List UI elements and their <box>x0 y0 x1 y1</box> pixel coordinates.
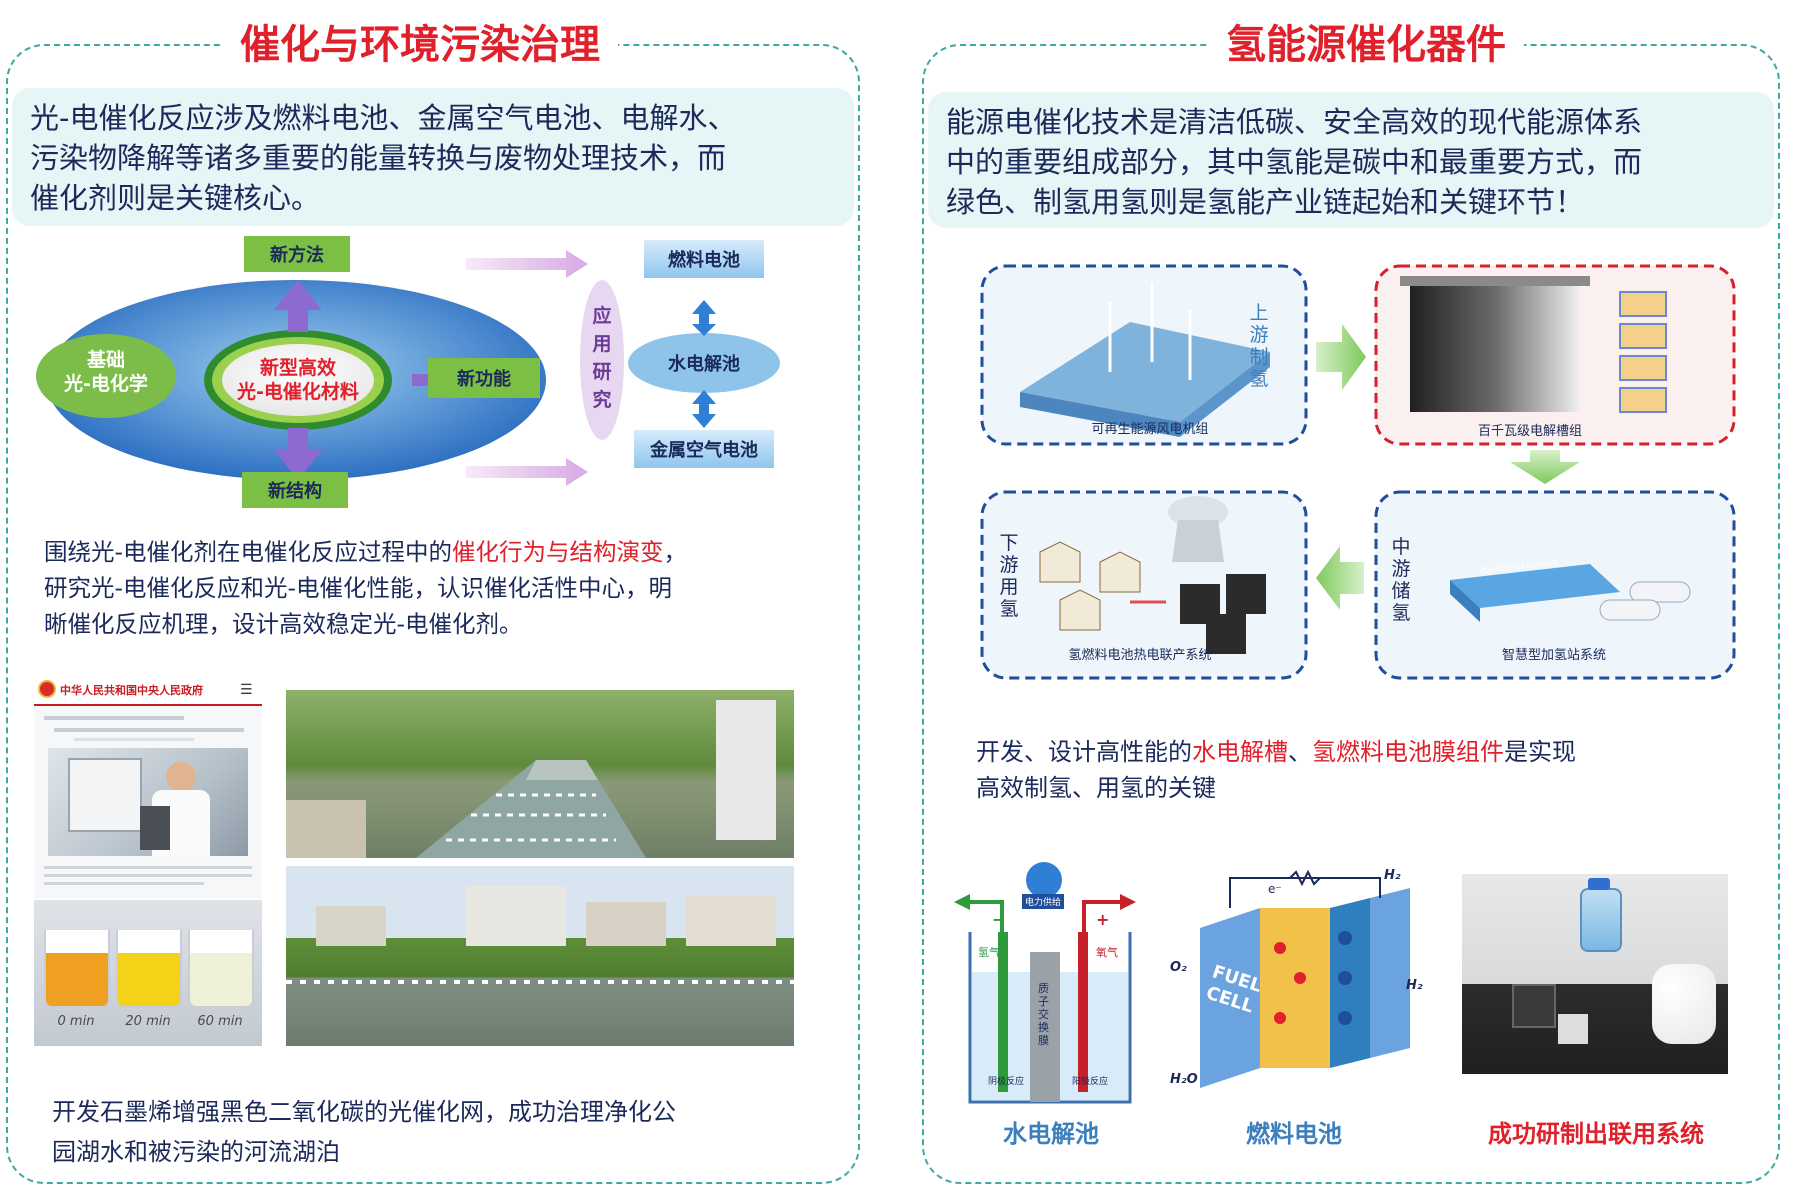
electrolyzer-label: 水电解池 <box>668 354 740 375</box>
right-gas-label: 氧气 <box>1096 946 1118 959</box>
hydrogen-chain-art <box>980 264 1736 680</box>
fuel-cell-box: 燃料电池 <box>644 240 764 278</box>
right-panel-title: 氢能源催化器件 <box>1208 20 1524 70</box>
right-intro-line-3: 绿色、制氢用氢则是氢能产业链起始和关键环节！ <box>946 185 1585 219</box>
function-box: 新功能 <box>428 358 540 398</box>
highlight-electrolyzer: 水电解槽 <box>1192 738 1288 766</box>
highlight-membrane-assembly: 氢燃料电池膜组件 <box>1312 738 1504 766</box>
news-header: 中华人民共和国中央人民政府 ☰ <box>34 676 262 706</box>
cylinders <box>1652 964 1716 1044</box>
water-bottle <box>1580 888 1622 952</box>
core-label: 新型高效 光-电催化材料 <box>237 357 359 403</box>
arrow-pink-bottom <box>466 458 588 486</box>
news-site-title: 中华人民共和国中央人民政府 <box>60 684 203 697</box>
power-label: 电力供给 <box>1022 894 1065 909</box>
beaker-label-2: 60 min <box>197 1014 243 1029</box>
left-intro-line-3: 催化剂则是关键核心。 <box>30 181 321 215</box>
highlight-catalytic-behavior: 催化行为与结构演变 <box>451 538 664 566</box>
left-research-text: 围绕光-电催化剂在电催化反应过程中的催化行为与结构演变， 研究光-电催化反应和光… <box>44 538 687 638</box>
electrode-minus: − <box>992 910 1006 929</box>
left-gas-label: 氢气 <box>978 946 1000 959</box>
lab-photo <box>48 748 248 856</box>
river-village-photo <box>286 866 794 1046</box>
electrolysis-diagram: 电力供给 − + 氢气 氧气 质子交换膜 阴极反应 阳极反应 <box>950 862 1150 1112</box>
right-intro-line-2: 中的重要组成部分，其中氢能是碳中和最重要方式，而 <box>946 145 1643 179</box>
application-label: 应 用 研 究 <box>592 305 612 411</box>
beaker-label-1: 20 min <box>125 1014 171 1029</box>
arrow-green-left <box>1316 546 1364 610</box>
wind-caption: 可再生能源风电机组 <box>1091 422 1209 437</box>
h2o-label: H₂O <box>1170 1072 1198 1087</box>
beaker-yellow <box>116 930 182 1008</box>
core-ellipse <box>222 344 374 416</box>
right-intro: 能源电催化技术是清洁低碳、安全高效的现代能源体系 中的重要组成部分，其中氢能是碳… <box>928 92 1774 228</box>
fuelcell-caption-bottom: 燃料电池 <box>1246 1120 1342 1148</box>
arrow-green-down <box>1510 450 1580 484</box>
left-intro-line-2: 污染物降解等诸多重要的能量转换与废物处理技术，而 <box>30 141 727 175</box>
station-caption: 智慧型加氢站系统 <box>1501 648 1606 663</box>
left-result-text: 开发石墨烯增强黑色二氧化碳的光催化网，成功治理净化公 园湖水和被污染的河流湖泊 <box>52 1098 676 1166</box>
arrow-pink-top <box>466 250 588 278</box>
hamburger-icon[interactable]: ☰ <box>240 682 253 698</box>
fuelcell-diagram: FUEL CELL e⁻ H₂ H₂ O₂ H₂O <box>1170 868 1430 1098</box>
midstream-label: 中游储氢 <box>1391 536 1411 624</box>
chp-caption: 氢燃料电池热电联产系统 <box>1068 648 1212 663</box>
catalysis-diagram-art <box>36 250 780 486</box>
membrane-label: 质子交换膜 <box>1038 982 1049 1047</box>
arrow-down <box>274 428 322 480</box>
left-intro: 光-电催化反应涉及燃料电池、金属空气电池、电解水、 污染物降解等诸多重要的能量转… <box>12 88 854 226</box>
electrolyzer-ellipse <box>628 333 780 393</box>
o2-label: O₂ <box>1170 960 1187 975</box>
system-caption-bottom: 成功研制出联用系统 <box>1488 1120 1704 1148</box>
beakers-photo: 0 min 20 min 60 min <box>34 900 262 1046</box>
arrow-updown-top <box>692 300 716 324</box>
right-key-text: 开发、设计高性能的水电解槽、氢燃料电池膜组件是实现 高效制氢、用氢的关键 <box>976 738 1576 802</box>
arrow-updown-top-2 <box>692 324 716 336</box>
method-box: 新方法 <box>244 236 350 272</box>
arrow-up <box>274 280 322 332</box>
metal-air-box: 金属空气电池 <box>634 430 774 468</box>
basis-label: 基础 光-电化学 <box>64 349 148 395</box>
upstream-label: 上游制氢 <box>1249 302 1269 390</box>
structure-box: 新结构 <box>242 472 348 508</box>
beaker-label-0: 0 min <box>57 1014 95 1029</box>
h2-side-label: H₂ <box>1406 978 1423 993</box>
beaker-orange <box>44 930 110 1008</box>
left-panel-title: 催化与环境污染治理 <box>222 20 618 70</box>
application-ellipse <box>580 280 624 440</box>
h2-top-label: H₂ <box>1384 868 1401 883</box>
electron-label: e⁻ <box>1268 882 1282 896</box>
electrolyzer-caption: 百千瓦级电解槽组 <box>1477 424 1582 439</box>
park-lake-photo <box>286 690 794 858</box>
arrow-updown-bottom <box>692 390 716 414</box>
anode-label: 阳极反应 <box>1072 1077 1109 1087</box>
right-intro-line-1: 能源电催化技术是清洁低碳、安全高效的现代能源体系 <box>946 105 1643 139</box>
arrow-green-right <box>1316 324 1366 390</box>
basis-ellipse <box>36 334 176 418</box>
hydrogen-chain: 可再生能源风电机组 上游制氢 百千瓦级电解槽组 中游储氢 Hydrogen st… <box>980 262 1740 682</box>
electrode-plus: + <box>1096 910 1110 929</box>
left-intro-line-1: 光-电催化反应涉及燃料电池、金属空气电池、电解水、 <box>30 101 737 135</box>
beaker-clear <box>188 930 254 1008</box>
catalysis-diagram: 新方法 新功能 新结构 基础 光-电化学 新型高效 光-电催化材料 应 用 研 … <box>36 236 826 510</box>
system-photo <box>1462 874 1728 1074</box>
national-emblem-icon <box>38 680 56 698</box>
news-screenshot: 中华人民共和国中央人民政府 ☰ <box>34 676 262 898</box>
electrolyzer-caption-bottom: 水电解池 <box>1003 1120 1099 1148</box>
arrow-updown-bottom-2 <box>692 414 716 428</box>
downstream-label: 下游用氢 <box>999 532 1019 620</box>
cathode-label: 阴极反应 <box>988 1077 1025 1087</box>
